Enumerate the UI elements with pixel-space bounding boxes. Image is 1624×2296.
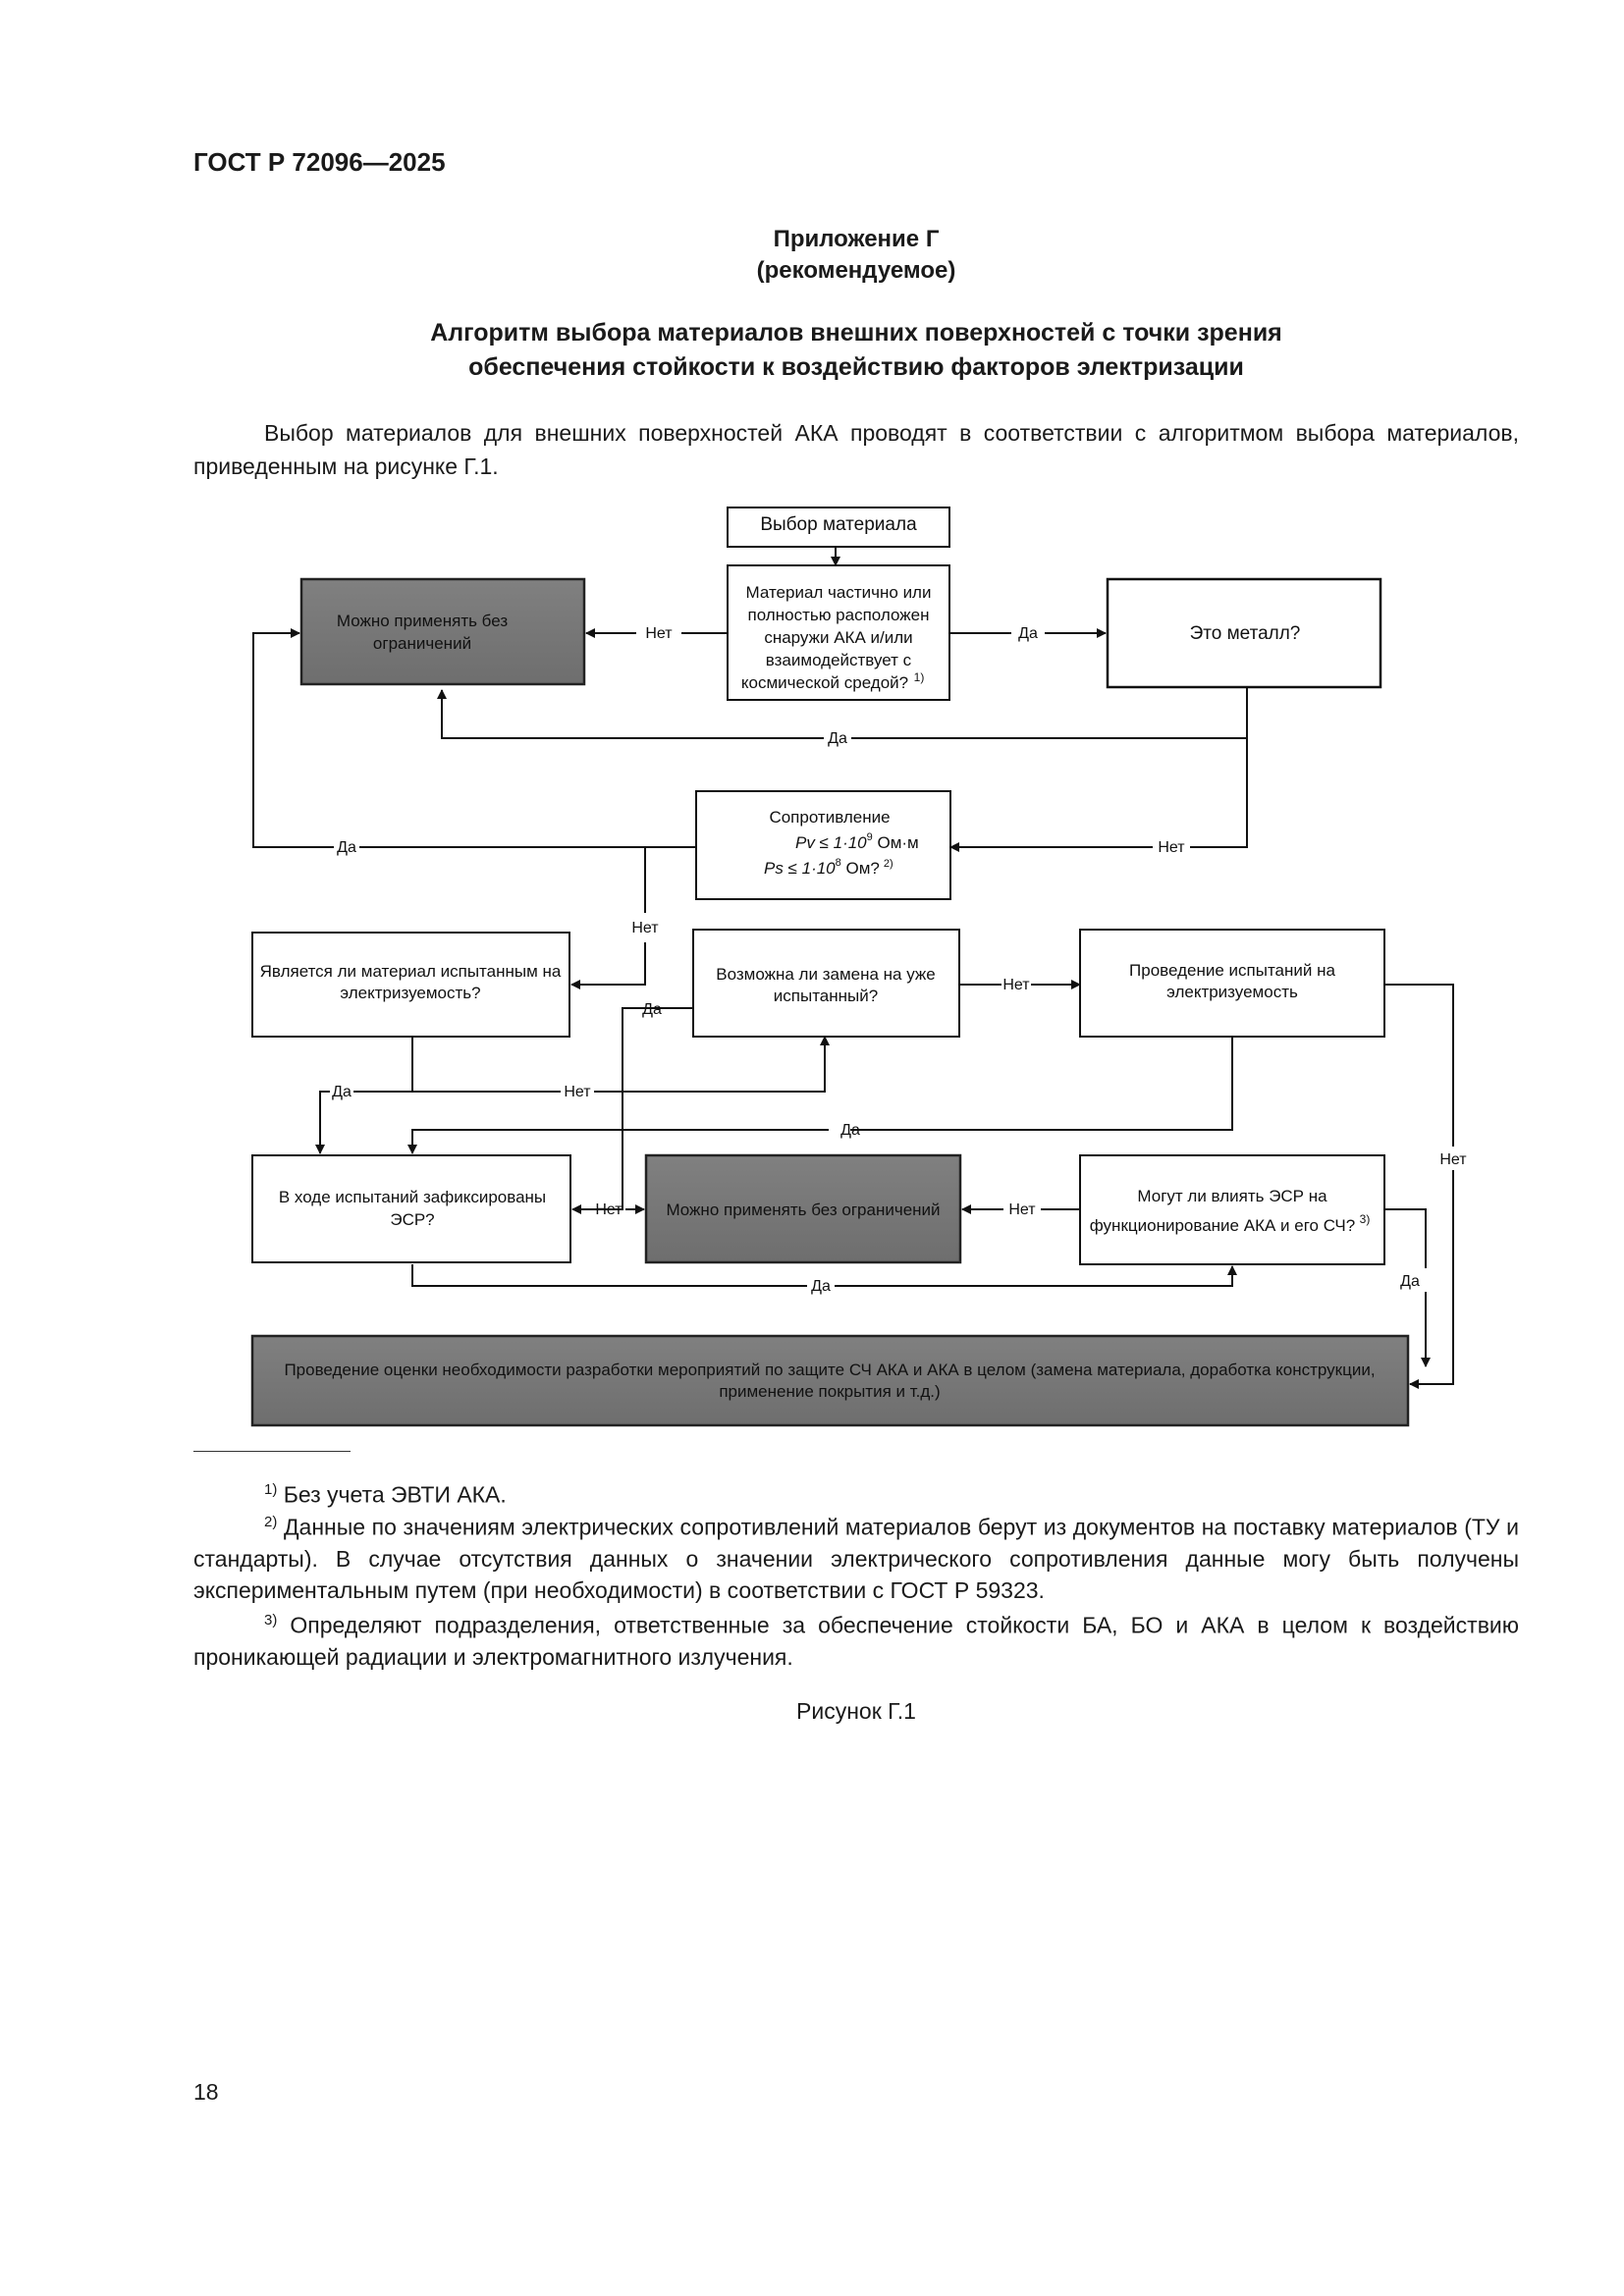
start-box [727, 507, 950, 548]
can-use-box-2 [644, 1153, 962, 1264]
can-use-box-1 [299, 577, 586, 686]
do-tests-line-2: электризуемость [1166, 983, 1298, 1001]
resistance-question-box [695, 790, 951, 900]
appendix-title: Приложение Г [773, 226, 940, 252]
standard-number: ГОСТ Р 72096—2025 [193, 147, 446, 177]
edge-label-no: Нет [564, 1084, 591, 1100]
edge-label-yes: Да [337, 839, 356, 856]
replace-question-box [692, 929, 960, 1038]
can-use-1-line-1: Можно применять без [337, 612, 508, 630]
edge-label-no: Нет [631, 920, 659, 936]
appendix-heading-line1: Алгоритм выбора материалов внешних повер… [430, 319, 1282, 347]
edge-label-yes: Да [811, 1278, 831, 1295]
esd-recorded-question-box [251, 1154, 571, 1263]
outside-question-box [727, 564, 950, 701]
edge-label-no: Нет [1158, 839, 1185, 856]
assessment-box [250, 1334, 1410, 1427]
edge-label-yes: Да [642, 1001, 662, 1018]
footnote-1: 1) Без учета ЭВТИ АКА. [264, 1481, 507, 1508]
do-tests-box [1079, 929, 1385, 1038]
edge-label-yes: Да [332, 1084, 352, 1100]
intro-paragraph: Выбор материалов для внешних поверхносте… [193, 420, 1519, 479]
outside-question-line-5: космической средой? [741, 673, 908, 692]
footnote-2: 2) Данные по значениям электрических соп… [193, 1514, 1519, 1603]
esd-affect-footnote-mark: 3) [1360, 1212, 1371, 1226]
edge-label-yes: Да [1400, 1273, 1420, 1290]
esd-recorded-line-1: В ходе испытаний зафиксированы [279, 1188, 546, 1206]
edge-label-yes: Да [1018, 625, 1038, 642]
outside-question-line-4: взаимодействует с [766, 651, 912, 669]
edge-label-no: Нет [645, 625, 673, 642]
tested-question-line-1: Является ли материал испытанным на [260, 962, 562, 981]
outside-question-line-1: Материал частично или [746, 583, 932, 602]
esd-affect-line-1: Могут ли влиять ЭСР на [1137, 1187, 1327, 1205]
can-use-1-line-2: ограничений [373, 634, 471, 653]
assessment-line-2: применение покрытия и т.д.) [719, 1382, 940, 1401]
edge-label-no: Нет [595, 1201, 623, 1218]
esd-affect-question-box [1079, 1154, 1385, 1265]
resistance-title: Сопротивление [769, 808, 890, 827]
outside-question-line-2: полностью расположен [748, 606, 930, 624]
replace-question-line-2: испытанный? [774, 987, 878, 1005]
metal-question-text: Это металл? [1190, 623, 1301, 644]
esd-affect-line-2: функционирование АКА и его СЧ? [1090, 1216, 1355, 1235]
can-use-2-text: Можно применять без ограничений [666, 1201, 940, 1219]
flowchart: Выбор материала Материал частично или по… [250, 507, 1467, 1427]
esd-recorded-line-2: ЭСР? [390, 1210, 434, 1229]
footnote-3: 3) Определяют подразделения, ответственн… [193, 1612, 1520, 1670]
edge-label-yes: Да [840, 1122, 860, 1139]
outside-question-line-3: снаружи АКА и/или [764, 628, 912, 647]
page-number: 18 [193, 2079, 219, 2105]
assessment-line-1: Проведение оценки необходимости разработ… [284, 1361, 1375, 1379]
do-tests-line-1: Проведение испытаний на [1129, 961, 1335, 980]
figure-caption: Рисунок Г.1 [796, 1698, 916, 1724]
metal-question-box [1106, 577, 1382, 689]
tested-question-box [251, 932, 570, 1038]
tested-question-line-2: электризуемость? [340, 984, 480, 1002]
edge-label-yes: Да [828, 730, 847, 747]
edge-label-no: Нет [1439, 1151, 1467, 1168]
start-label: Выбор материала [760, 514, 917, 535]
edge-label-no: Нет [1008, 1201, 1036, 1218]
replace-question-line-1: Возможна ли замена на уже [716, 965, 935, 984]
footnote-divider [193, 1451, 351, 1452]
outside-question-footnote-mark: 1) [914, 670, 925, 684]
appendix-subtitle: (рекомендуемое) [756, 257, 956, 284]
appendix-heading-line2: обеспечения стойкости к воздействию факт… [468, 353, 1244, 381]
resistance-pv: Pv ≤ 1·109 Ом·м [795, 831, 919, 852]
resistance-ps: Ps ≤ 1·108 Ом?2) [764, 857, 893, 878]
edge-label-no: Нет [1002, 977, 1030, 993]
